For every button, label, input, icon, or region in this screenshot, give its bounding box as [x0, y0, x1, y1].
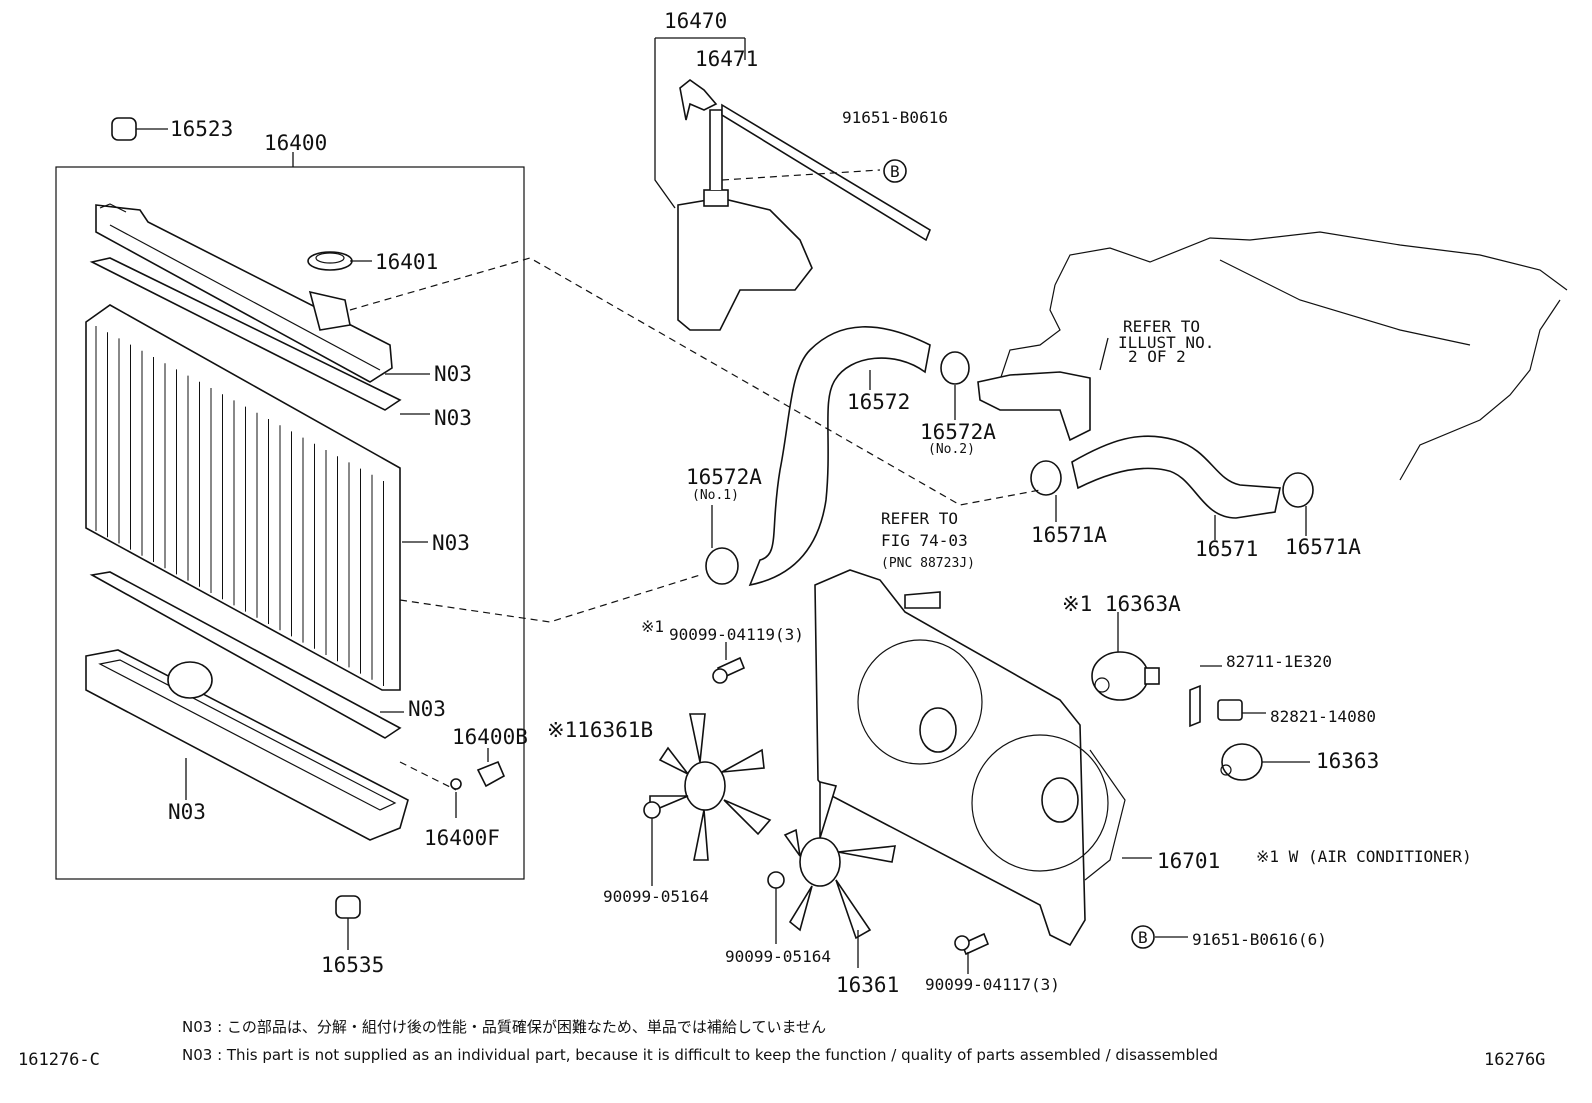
- label-82711-1e320: 82711-1E320: [1226, 652, 1332, 671]
- radiator-upper-tank: [95, 203, 393, 383]
- label-16363: 16363: [1316, 749, 1379, 773]
- relay-82821: [1217, 699, 1243, 721]
- label-16701: 16701: [1157, 849, 1220, 873]
- label-n03-lower-tank: N03: [168, 800, 206, 824]
- clamp-16571a-right: [1282, 472, 1314, 508]
- clamp-16571a-left: [1030, 460, 1062, 496]
- label-16571a-right: 16571A: [1285, 535, 1361, 559]
- label-air-conditioner-note: ※1 W (AIR CONDITIONER): [1256, 847, 1472, 866]
- clamp-16572a-no1: [705, 547, 739, 585]
- label-16572a-no1: 16572A: [686, 465, 762, 489]
- label-16572: 16572: [847, 390, 910, 414]
- label-16572a-no2-sub: (No.2): [928, 442, 975, 457]
- label-16471: 16471: [695, 47, 758, 71]
- lower-gasket: [89, 571, 402, 739]
- label-n03-upper-gasket: N03: [434, 406, 472, 430]
- water-outlet: [977, 371, 1091, 442]
- radiator-lower-tank: [85, 649, 409, 841]
- label-refer-fig-2: FIG 74-03: [881, 531, 968, 550]
- fan-16361b: [649, 713, 772, 861]
- label-n03-lower-gasket: N03: [408, 697, 446, 721]
- label-90099-04119: 90099-04119(3): [669, 625, 804, 644]
- fan-16361: [783, 780, 896, 940]
- label-90099-04117: 90099-04117(3): [925, 975, 1060, 994]
- label-16571a-left: 16571A: [1031, 523, 1107, 547]
- label-16361: 16361: [836, 973, 899, 997]
- label-16535: 16535: [321, 953, 384, 977]
- radiator-hose-upper: [748, 326, 931, 587]
- label-16400: 16400: [264, 131, 327, 155]
- label-refer-illust-2: ILLUST NO.: [1118, 333, 1214, 352]
- nut-90099-05164-a: [643, 801, 661, 819]
- note-english: N03 : This part is not supplied as an in…: [182, 1046, 1219, 1064]
- nut-90099-05164-b: [767, 871, 785, 889]
- label-n03-upper-tank: N03: [434, 362, 472, 386]
- label-82821-14080: 82821-14080: [1270, 707, 1376, 726]
- footer-right-code: 16276G: [1484, 1050, 1546, 1070]
- label-16523: 16523: [170, 117, 233, 141]
- label-16363a: ※1 16363A: [1062, 592, 1181, 616]
- radiator-group-box: [55, 166, 525, 880]
- label-90099-05164-a: 90099-05164: [603, 887, 709, 906]
- cushion-lower: [335, 895, 361, 919]
- callout-b-lower-label: B: [1138, 928, 1148, 947]
- callout-b-upper-label: B: [890, 162, 900, 181]
- label-16571: 16571: [1195, 537, 1258, 561]
- label-91651-b0616-6: 91651-B0616(6): [1192, 930, 1327, 949]
- label-16572a-no2: 16572A: [920, 420, 996, 444]
- label-16401: 16401: [375, 250, 438, 274]
- callout-b-upper: [883, 159, 907, 183]
- fan-motor-16363a: [1091, 651, 1160, 701]
- callout-b-lower: [1131, 925, 1155, 949]
- label-16470: 16470: [664, 9, 727, 33]
- fan-shroud: [814, 569, 1126, 947]
- clamp-16572a-no2: [940, 351, 970, 385]
- reservoir-tank: [654, 37, 931, 331]
- label-16400f: 16400F: [424, 826, 500, 850]
- label-refer-illust-1: REFER TO: [1123, 317, 1200, 336]
- upper-gasket: [89, 257, 402, 411]
- label-refer-fig-3: (PNC 88723J): [881, 556, 975, 571]
- label-16400b: 16400B: [452, 725, 528, 749]
- drain-cock: [450, 760, 506, 790]
- label-refer-fig-1: REFER TO: [881, 509, 958, 528]
- bracket-82711: [1189, 684, 1201, 728]
- label-90099-04119-mark: ※1: [641, 617, 664, 636]
- radiator-core: [85, 304, 401, 691]
- footer-left-code: 161276-C: [18, 1050, 100, 1070]
- radiator-cap: [307, 251, 353, 271]
- radiator-hose-lower: [1071, 435, 1281, 519]
- label-91651-b0616: 91651-B0616: [842, 108, 948, 127]
- label-refer-illust-3: 2 OF 2: [1128, 347, 1186, 366]
- engine-outline: [999, 231, 1568, 481]
- label-16572a-no1-sub: (No.1): [692, 488, 739, 503]
- bolt-90099-04117: [954, 932, 990, 956]
- label-n03-core: N03: [432, 531, 470, 555]
- fan-motor-16363: [1220, 743, 1263, 781]
- note-japanese: N03 : この部品は、分解・組付け後の性能・品質確保が困難なため、単品では補給…: [182, 1018, 827, 1036]
- label-90099-05164-b: 90099-05164: [725, 947, 831, 966]
- cushion-upper: [111, 117, 168, 141]
- bolt-90099-04119: [712, 656, 746, 684]
- label-16361b: ※116361B: [547, 718, 653, 742]
